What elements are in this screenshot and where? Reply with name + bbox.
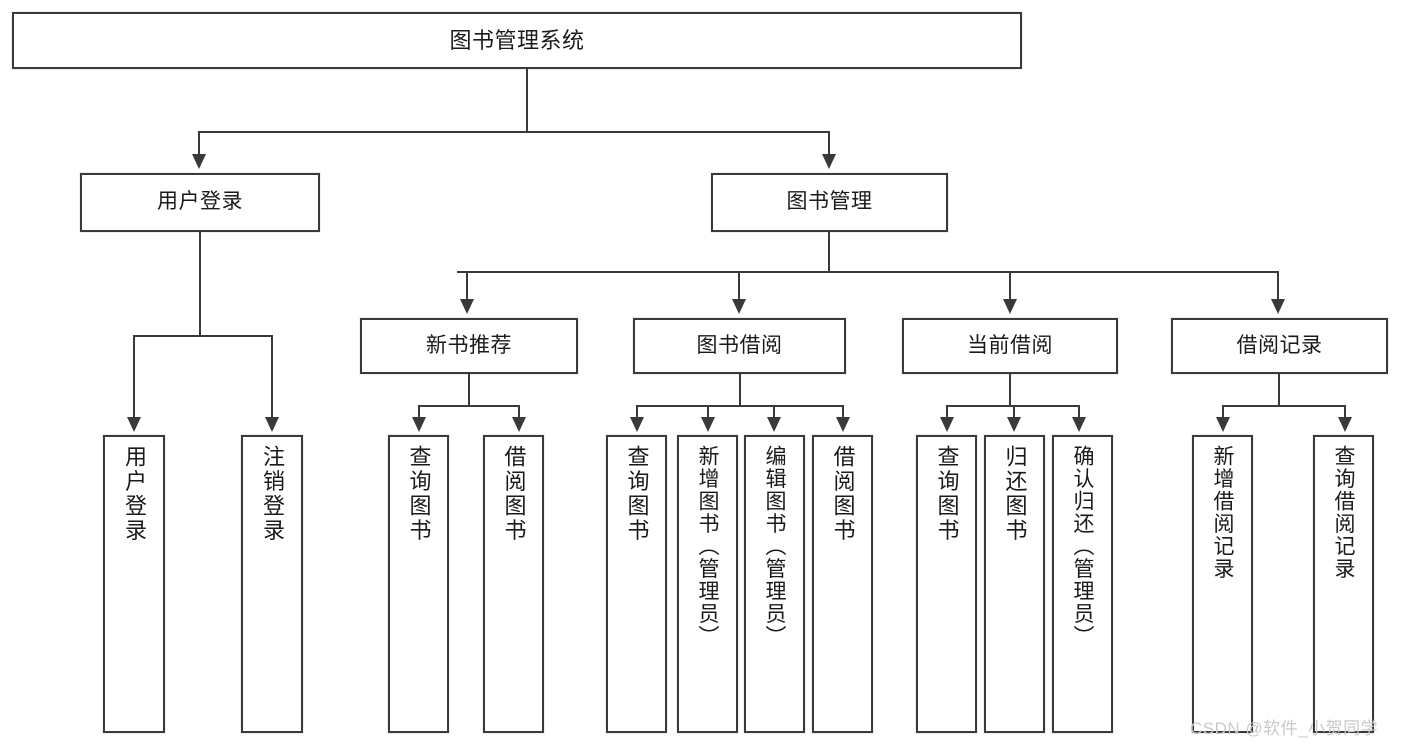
connector-new-book-drop-1	[418, 405, 420, 419]
connector-current-borrow-drop-3	[1078, 405, 1080, 419]
arrow-leaf-query-book-2	[630, 417, 644, 432]
node-book-manage[interactable]: 图书管理	[711, 173, 948, 232]
connector-book-borrow-drop-2	[707, 405, 709, 419]
connector-book-borrow-drop-1	[636, 405, 638, 419]
leaf-edit-book[interactable]: 编辑图书（管理员）	[744, 435, 805, 733]
node-label: 确认归还（管理员）	[1071, 445, 1094, 648]
connector-root-split	[198, 131, 830, 133]
node-label: 归还图书	[1002, 445, 1028, 543]
leaf-add-record[interactable]: 新增借阅记录	[1192, 435, 1253, 733]
arrow-leaf-query-record	[1338, 417, 1352, 432]
leaf-query-book-3[interactable]: 查询图书	[916, 435, 977, 733]
leaf-user-login[interactable]: 用户登录	[103, 435, 165, 733]
node-label: 图书借阅	[696, 333, 783, 357]
arrow-to-book-borrow	[732, 299, 746, 314]
connector-current-borrow-stem	[1009, 374, 1011, 407]
arrow-leaf-confirm-return	[1072, 417, 1086, 432]
connector-book-borrow-stem	[739, 374, 741, 407]
arrow-leaf-query-book-1	[412, 417, 426, 432]
arrow-leaf-borrow-book-1	[512, 417, 526, 432]
node-label: 注销登录	[260, 445, 285, 543]
node-label: 当前借阅	[967, 333, 1053, 357]
node-label: 借阅图书	[501, 445, 527, 543]
node-user-login[interactable]: 用户登录	[80, 173, 320, 232]
connector-new-book-split	[418, 405, 520, 407]
arrow-leaf-query-book-3	[940, 417, 954, 432]
connector-book-manage-split	[457, 271, 1279, 273]
node-label: 新增借阅记录	[1211, 445, 1234, 580]
connector-user-login-stem	[199, 232, 201, 336]
connector-new-book-stem	[468, 374, 470, 407]
leaf-confirm-return[interactable]: 确认归还（管理员）	[1052, 435, 1113, 733]
connector-borrow-record-drop-1	[1222, 405, 1224, 419]
arrow-leaf-user-login	[127, 417, 141, 432]
node-label: 新增图书（管理员）	[696, 445, 719, 648]
arrow-leaf-return-book	[1007, 417, 1021, 432]
node-label: 图书管理	[786, 190, 873, 214]
arrow-to-new-book-recommend	[460, 299, 474, 314]
node-borrow-record[interactable]: 借阅记录	[1171, 318, 1388, 374]
node-label: 用户登录	[157, 190, 243, 214]
arrow-to-borrow-record	[1271, 299, 1285, 314]
node-label: 图书管理系统	[449, 27, 585, 53]
node-label: 查询图书	[406, 445, 432, 543]
connector-to-book-manage	[828, 131, 830, 156]
node-current-borrow[interactable]: 当前借阅	[902, 318, 1118, 374]
connector-to-book-borrow	[738, 271, 740, 301]
node-label: 新书推荐	[426, 333, 512, 357]
connector-current-borrow-drop-1	[946, 405, 948, 419]
leaf-query-book-2[interactable]: 查询图书	[606, 435, 667, 733]
node-label: 借阅图书	[830, 445, 856, 543]
leaf-return-book[interactable]: 归还图书	[984, 435, 1045, 733]
node-root-system[interactable]: 图书管理系统	[12, 12, 1022, 69]
node-book-borrow[interactable]: 图书借阅	[633, 318, 846, 374]
connector-root-stem	[526, 69, 528, 132]
node-label: 查询图书	[624, 445, 650, 543]
arrow-leaf-add-record	[1216, 417, 1230, 432]
connector-book-borrow-drop-4	[842, 405, 844, 419]
node-label: 查询图书	[934, 445, 960, 543]
connector-book-borrow-drop-3	[773, 405, 775, 419]
connector-borrow-record-stem	[1278, 374, 1280, 407]
arrow-to-user-login	[192, 154, 206, 169]
connector-to-current-borrow	[1009, 271, 1011, 301]
connector-user-login-drop-1	[133, 335, 135, 419]
connector-book-manage-stem	[828, 232, 830, 273]
leaf-logout[interactable]: 注销登录	[241, 435, 303, 733]
leaf-add-book[interactable]: 新增图书（管理员）	[677, 435, 738, 733]
arrow-leaf-borrow-book-2	[836, 417, 850, 432]
arrow-to-current-borrow	[1003, 299, 1017, 314]
connector-user-login-drop-2	[271, 335, 273, 419]
connector-book-borrow-split	[636, 405, 844, 407]
connector-to-borrow-record	[1277, 271, 1279, 301]
connector-borrow-record-drop-2	[1344, 405, 1346, 419]
connector-to-user-login	[198, 131, 200, 156]
connector-borrow-record-split	[1222, 405, 1346, 407]
node-label: 借阅记录	[1236, 333, 1323, 357]
node-new-book-recommend[interactable]: 新书推荐	[360, 318, 578, 374]
leaf-query-record[interactable]: 查询借阅记录	[1313, 435, 1374, 733]
arrow-to-book-manage	[822, 154, 836, 169]
node-label: 用户登录	[122, 445, 147, 543]
connector-to-new-book-recommend	[466, 271, 468, 301]
connector-user-login-split	[133, 335, 271, 337]
connector-new-book-drop-2	[518, 405, 520, 419]
arrow-leaf-edit-book	[767, 417, 781, 432]
node-label: 编辑图书（管理员）	[763, 445, 786, 648]
connector-current-borrow-drop-2	[1013, 405, 1015, 419]
leaf-borrow-book-1[interactable]: 借阅图书	[483, 435, 544, 733]
node-label: 查询借阅记录	[1332, 445, 1355, 580]
leaf-query-book-1[interactable]: 查询图书	[388, 435, 449, 733]
arrow-leaf-add-book	[701, 417, 715, 432]
arrow-leaf-logout	[265, 417, 279, 432]
leaf-borrow-book-2[interactable]: 借阅图书	[812, 435, 873, 733]
